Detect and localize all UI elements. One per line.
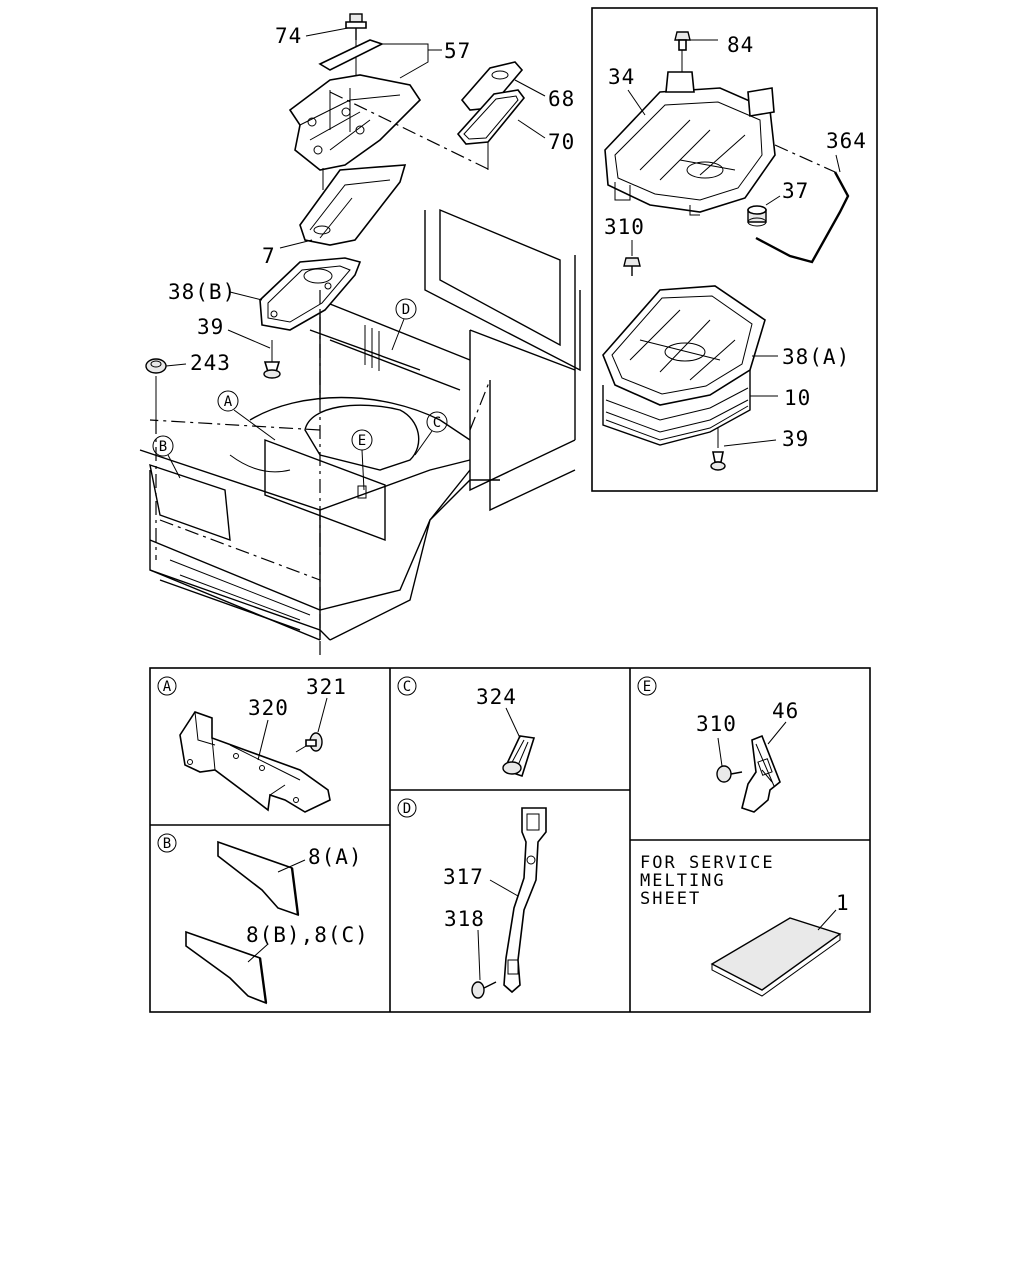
grommet-243: [145, 358, 167, 420]
svg-text:A: A: [224, 394, 233, 410]
bumper-37: [747, 205, 767, 227]
callout-324: 324: [476, 685, 517, 709]
detail-e-marker: E: [637, 676, 657, 696]
callout-321: 321: [306, 675, 347, 699]
callout-38b: 38(B): [168, 280, 236, 304]
detail-a-marker: A: [157, 676, 177, 696]
callout-310-inset: 310: [604, 215, 645, 239]
clip-324: [502, 735, 536, 778]
phantom-line: [159, 519, 321, 581]
bracket-57: [288, 39, 422, 190]
view-marker-e: E: [351, 429, 373, 491]
service-note: FOR SERVICE MELTING SHEET 1: [640, 853, 850, 997]
svg-text:A: A: [163, 679, 172, 695]
svg-text:C: C: [403, 679, 411, 695]
view-marker-a: A: [217, 390, 276, 441]
svg-text:E: E: [358, 433, 366, 449]
detail-b-marker: B: [157, 833, 177, 853]
callout-320: 320: [248, 696, 289, 720]
detail-a: A 320 321: [157, 675, 347, 813]
callout-46: 46: [772, 699, 799, 723]
callout-39-inset: 39: [782, 427, 809, 451]
fastener-39-inset: [710, 451, 726, 471]
svg-text:D: D: [402, 302, 410, 318]
rod-364: [755, 171, 850, 264]
callout-318: 318: [444, 907, 485, 931]
callout-310-detail: 310: [696, 712, 737, 736]
callout-317: 317: [443, 865, 484, 889]
note-line-2: MELTING: [640, 871, 726, 891]
bolt-74: [345, 13, 367, 105]
callout-70: 70: [548, 130, 575, 154]
view-marker-d: D: [391, 298, 417, 351]
callout-364: 364: [826, 129, 867, 153]
seal-68: [460, 61, 524, 111]
melting-sheet-1: [710, 917, 842, 997]
phantom-line: [329, 91, 491, 171]
strap-317: [503, 807, 547, 994]
callout-10: 10: [784, 386, 811, 410]
detail-d: D 317 318: [397, 798, 547, 999]
leader-lines: [165, 27, 546, 367]
phantom-line: [149, 419, 321, 431]
view-marker-b: B: [152, 435, 181, 479]
note-line-3: SHEET: [640, 889, 701, 909]
callout-38a: 38(A): [782, 345, 850, 369]
screw-321: [295, 732, 323, 753]
callout-8a: 8(A): [308, 845, 363, 869]
screw-310-detail: [716, 765, 743, 783]
cab-body: [139, 208, 581, 641]
svg-text:E: E: [643, 679, 651, 695]
phantom-line: [469, 379, 491, 431]
pad-38b: [259, 257, 362, 331]
tray-34: [604, 71, 776, 216]
callout-74: 74: [275, 24, 302, 48]
svg-text:C: C: [433, 415, 441, 431]
callout-57: 57: [444, 39, 471, 63]
callout-37: 37: [782, 179, 809, 203]
main-exploded-view: 74 57 68 70 7 38(B) 39 243 A B C D: [139, 13, 581, 660]
detail-b: B 8(A) 8(B),8(C): [157, 833, 369, 1005]
pad-38a: [602, 285, 766, 406]
callout-34: 34: [608, 65, 635, 89]
plate-7: [299, 164, 407, 246]
screw-318: [471, 981, 497, 999]
detail-c-marker: C: [397, 676, 417, 696]
insulator-8a: [217, 840, 299, 917]
phantom-line: [774, 144, 836, 173]
bolt-84: [674, 31, 691, 72]
detail-grid: [149, 667, 871, 1013]
note-line-1: FOR SERVICE: [640, 853, 775, 873]
callout-1: 1: [836, 891, 850, 915]
inset-panel: 84 34 364 37 310 38(A) 10 39: [591, 7, 878, 492]
callout-39: 39: [197, 315, 224, 339]
latch-46: [741, 734, 781, 813]
callout-84: 84: [727, 33, 754, 57]
screw-310-inset: [623, 257, 641, 276]
gasket-70: [456, 89, 526, 170]
callout-68: 68: [548, 87, 575, 111]
svg-text:B: B: [159, 439, 167, 455]
callout-7: 7: [262, 244, 276, 268]
view-marker-c: C: [414, 411, 448, 456]
detail-e: E 310 46: [637, 676, 799, 813]
svg-text:D: D: [403, 801, 411, 817]
svg-text:B: B: [163, 836, 171, 852]
callout-8b-8c: 8(B),8(C): [246, 923, 369, 947]
callout-243: 243: [190, 351, 231, 375]
fastener-39: [263, 340, 281, 379]
detail-d-marker: D: [397, 798, 417, 818]
mat-10: [602, 370, 751, 448]
leader-lines-inset: [627, 39, 841, 447]
detail-c: C 324: [397, 676, 536, 778]
bracket-320: [179, 711, 331, 813]
